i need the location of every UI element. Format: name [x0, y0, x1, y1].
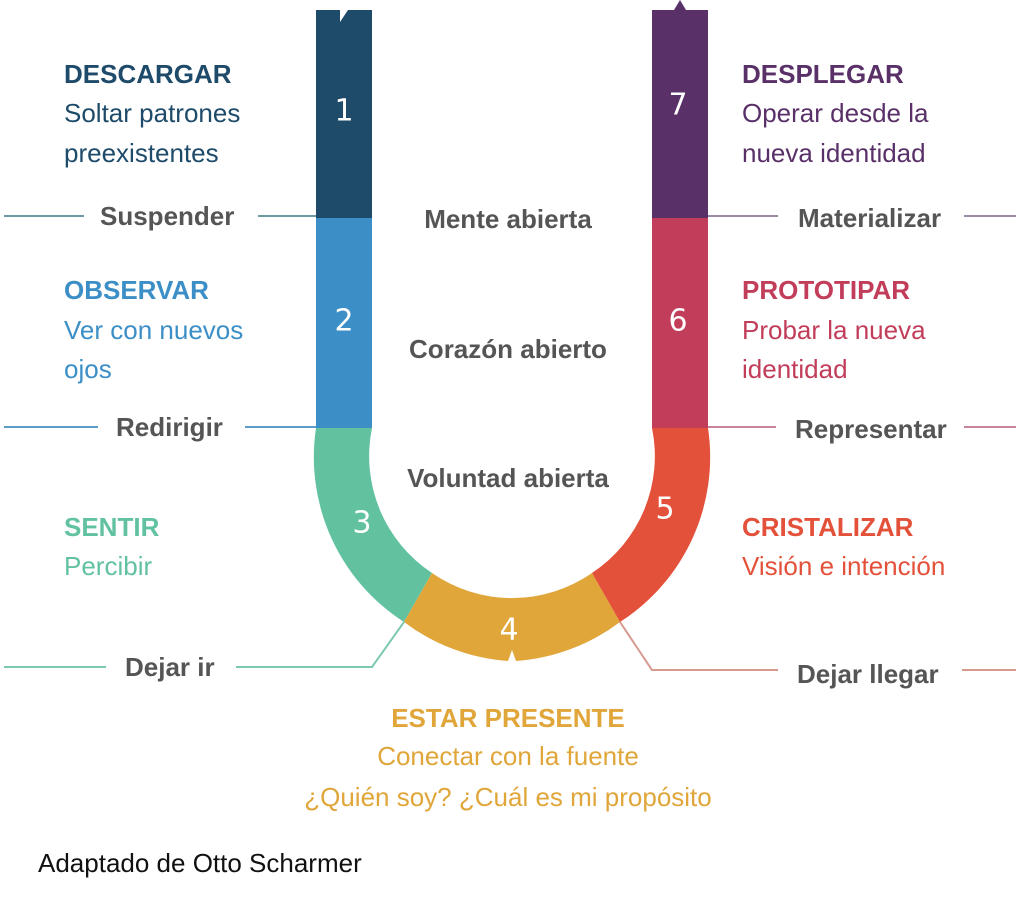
action-redirigir: Redirigir [116, 412, 223, 442]
line-dejar-llegar-left [619, 621, 778, 671]
segment-descargar [316, 10, 372, 218]
action-dejar-llegar: Dejar llegar [797, 659, 939, 689]
desc-descargar-line1: Soltar patrones [64, 98, 241, 128]
segment-sentir [313, 428, 432, 622]
desc-cristalizar: Visión e intención [742, 551, 946, 581]
segment-observar [316, 218, 372, 428]
segment-desplegar [652, 0, 708, 218]
action-representar: Representar [795, 414, 947, 444]
action-materializar: Materializar [798, 203, 942, 233]
action-suspender: Suspender [100, 201, 235, 231]
desc-desplegar-line2: nueva identidad [742, 138, 926, 168]
desc-prototipar-line2: identidad [742, 354, 848, 384]
stage-number-3: 3 [352, 506, 371, 541]
stage-number-7: 7 [668, 88, 687, 123]
desc-prototipar-line1: Probar la nueva [742, 315, 926, 345]
center-corazon-abierto: Corazón abierto [409, 334, 607, 364]
title-sentir: SENTIR [64, 512, 160, 542]
action-dejar-ir: Dejar ir [125, 652, 215, 682]
title-cristalizar: CRISTALIZAR [742, 512, 914, 542]
desc-estar-presente-line2: ¿Quién soy? ¿Cuál es mi propósito [304, 782, 712, 812]
center-voluntad-abierta: Voluntad abierta [407, 463, 609, 493]
segment-cristalizar [592, 428, 711, 622]
center-mente-abierta: Mente abierta [424, 204, 592, 234]
title-observar: OBSERVAR [64, 275, 209, 305]
stage-number-5: 5 [655, 492, 674, 527]
credit-text: Adaptado de Otto Scharmer [38, 848, 362, 878]
desc-desplegar-line1: Operar desde la [742, 98, 929, 128]
desc-observar-line2: ojos [64, 354, 112, 384]
title-descargar: DESCARGAR [64, 59, 232, 89]
stage-number-6: 6 [668, 304, 687, 339]
stage-number-1: 1 [334, 94, 353, 129]
stage-number-4: 4 [499, 613, 518, 648]
segment-presente [404, 573, 620, 661]
stage-number-2: 2 [334, 304, 353, 339]
title-desplegar: DESPLEGAR [742, 59, 904, 89]
desc-sentir: Percibir [64, 551, 153, 581]
line-dejar-ir-right [236, 621, 405, 668]
segment-prototipar [652, 218, 708, 428]
desc-descargar-line2: preexistentes [64, 138, 219, 168]
desc-estar-presente-line1: Conectar con la fuente [377, 741, 639, 771]
desc-observar-line1: Ver con nuevos [64, 315, 244, 345]
title-prototipar: PROTOTIPAR [742, 275, 911, 305]
title-estar-presente: ESTAR PRESENTE [391, 703, 625, 733]
